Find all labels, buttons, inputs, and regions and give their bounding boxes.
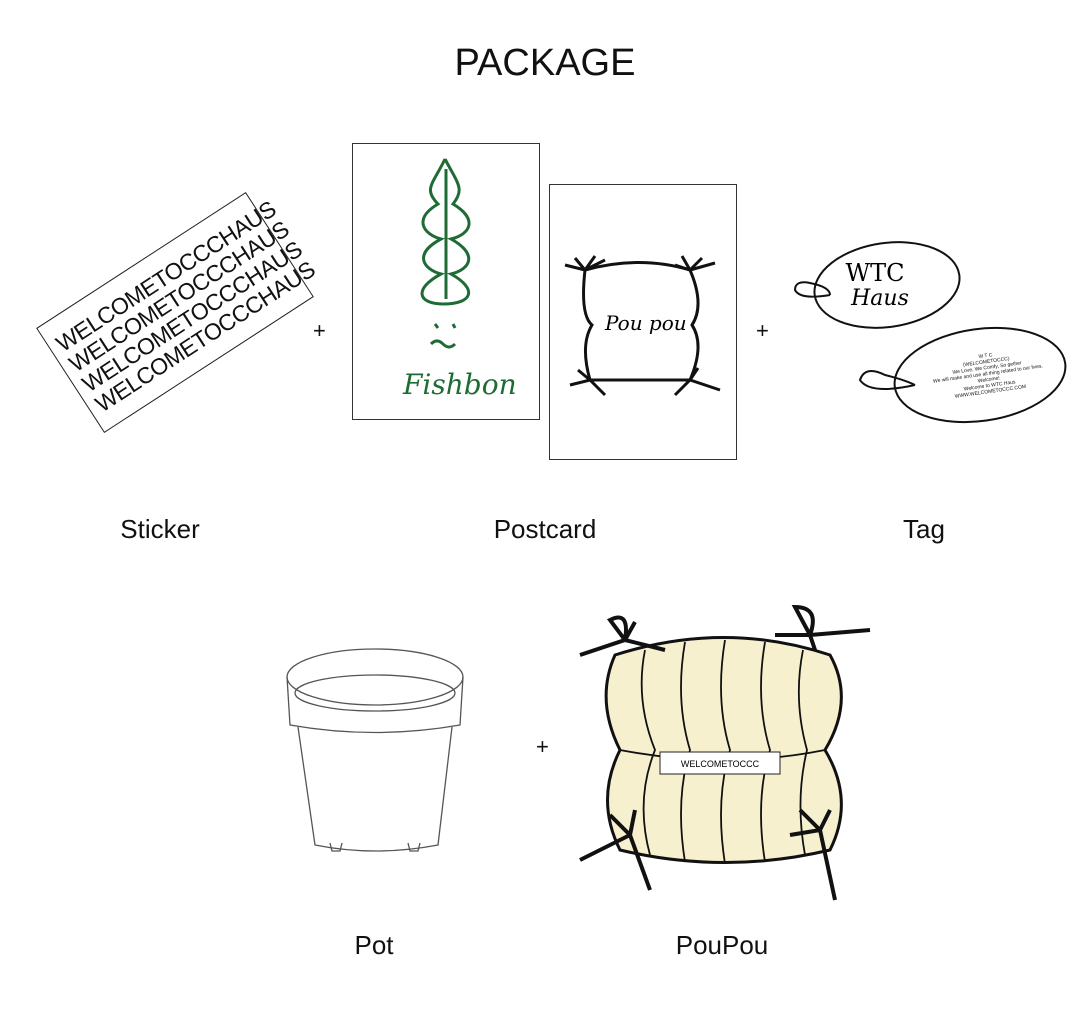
- postcard-poupou: Pou pou: [549, 184, 737, 460]
- pot-icon: [286, 648, 464, 852]
- tag-label: Tag: [903, 514, 945, 544]
- postcard-fishbon: Fishbon: [352, 143, 540, 420]
- poupou-cover-icon: WELCOMETOCCC: [579, 604, 871, 901]
- tag-front-text: WTC: [845, 259, 904, 287]
- poupou-drawing-icon: Pou pou: [564, 255, 721, 397]
- poupou-badge: WELCOMETOCCC: [681, 759, 760, 769]
- sticker-label: Sticker: [120, 514, 200, 544]
- pot-label: Pot: [354, 930, 394, 960]
- plus-sign: +: [536, 734, 549, 759]
- tag-front-text: Haus: [850, 286, 909, 311]
- postcard-text: Pou pou: [604, 311, 687, 335]
- plus-sign: +: [313, 318, 326, 343]
- postcard-text: Fishbon: [402, 368, 517, 401]
- postcard-label: Postcard: [493, 514, 597, 544]
- fishbone-plant-icon: Fishbon: [402, 158, 517, 401]
- plus-sign: +: [756, 318, 769, 343]
- tag-illustration: WTC Haus: [793, 241, 1067, 424]
- sticker-illustration: WELCOMETOCCCHAUS WELCOMETOCCCHAUS WELCOM…: [36, 192, 319, 433]
- page-title: PACKAGE: [454, 42, 636, 84]
- poupou-label: PouPou: [675, 930, 769, 960]
